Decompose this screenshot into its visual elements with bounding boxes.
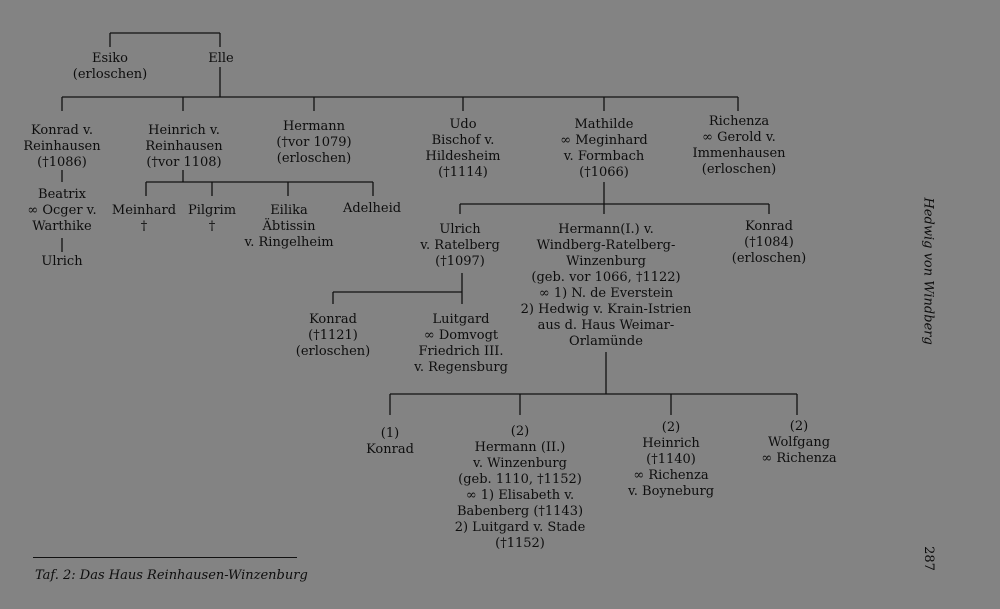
person-konrad-1121: Konrad (†1121) (erloschen) <box>295 312 371 359</box>
person-beatrix: Beatrix ∞ Ocger v. Warthike <box>27 187 97 234</box>
person-ulrich-v-ratelberg: Ulrich v. Ratelberg (†1097) <box>420 222 500 269</box>
person-richenza-gerold: Richenza ∞ Gerold v. Immenhausen (erlosc… <box>692 114 786 177</box>
person-mathilde: Mathilde ∞ Meginhard v. Formbach (†1066) <box>560 117 648 180</box>
person-udo: Udo Bischof v. Hildesheim (†1114) <box>425 117 501 180</box>
running-header-text: Hedwig von Windberg <box>920 197 936 345</box>
person-elle: Elle <box>208 51 234 66</box>
person-konrad-1084: Konrad (†1084) (erloschen) <box>731 219 807 266</box>
person-heinrich-v-reinhausen: Heinrich v. Reinhausen (†vor 1108) <box>145 123 223 170</box>
running-header: Hedwig von Windberg <box>918 190 938 345</box>
person-heinrich-1140: (2) Heinrich (†1140) ∞ Richenza v. Boyne… <box>627 420 715 499</box>
person-konrad-1: (1) Konrad <box>366 426 414 457</box>
person-wolfgang: (2) Wolfgang ∞ Richenza <box>761 419 837 466</box>
person-konrad-v-reinhausen: Konrad v. Reinhausen (†1086) <box>23 123 101 170</box>
person-adelheid: Adelheid <box>342 201 402 216</box>
person-meinhard: Meinhard † <box>111 203 177 234</box>
person-pilgrim: Pilgrim † <box>187 203 237 234</box>
person-eilika: Eilika Äbtissin v. Ringelheim <box>244 203 334 250</box>
page-number-text: 287 <box>920 546 936 571</box>
person-luitgard: Luitgard ∞ Domvogt Friedrich III. v. Reg… <box>414 312 508 375</box>
caption-divider <box>33 557 297 558</box>
person-hermann-1079: Hermann (†vor 1079) (erloschen) <box>276 119 352 166</box>
person-hermann-ii: (2) Hermann (II.) v. Winzenburg (geb. 11… <box>454 424 586 551</box>
person-ulrich: Ulrich <box>41 254 83 269</box>
figure-caption: Taf. 2: Das Haus Reinhausen-Winzenburg <box>35 568 308 583</box>
person-esiko: Esiko (erloschen) <box>72 51 148 82</box>
person-hermann-i: Hermann(I.) v. Windberg-Ratelberg- Winze… <box>520 222 692 349</box>
page-number: 287 <box>921 545 941 575</box>
